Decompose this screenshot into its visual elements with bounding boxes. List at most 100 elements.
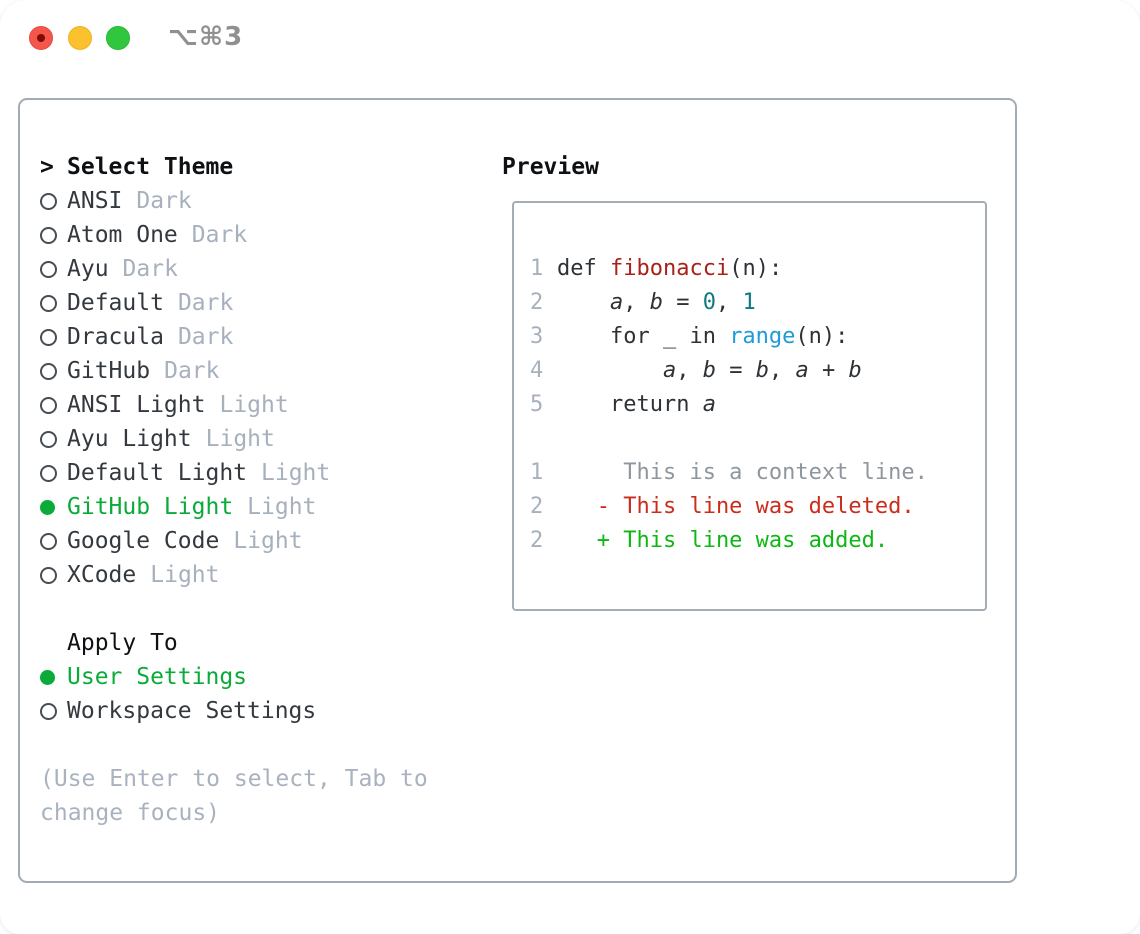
circle-icon: [40, 566, 57, 584]
radio-icon: [40, 362, 67, 380]
circle-icon: [40, 226, 57, 244]
window-title: ⌥⌘3: [168, 22, 244, 52]
circle-icon: [40, 192, 57, 210]
zoom-button[interactable]: [106, 26, 130, 50]
code-segment: ,: [768, 358, 796, 383]
code-segment: 0: [702, 290, 716, 315]
theme-variant-label: Light: [150, 562, 220, 588]
select-theme-label: Select Theme: [67, 154, 234, 180]
code-line: 5 return a: [530, 388, 928, 422]
code-segment: - This line was deleted.: [557, 494, 915, 519]
code-segment: ,: [715, 290, 743, 315]
radio-icon: [40, 328, 67, 346]
radio-icon: [40, 464, 67, 482]
code-segment: ,: [623, 290, 650, 315]
apply-option-user-settings[interactable]: User Settings: [40, 660, 428, 694]
code-segment: 1: [742, 290, 756, 315]
theme-option-ayu-light[interactable]: Ayu Light Light: [40, 422, 428, 456]
theme-name: Ayu: [67, 256, 109, 282]
line-number: 2: [530, 528, 544, 553]
theme-option-ansi[interactable]: ANSI Dark: [40, 184, 428, 218]
line-number: 2: [530, 494, 544, 519]
code-line: 4 a, b = b, a + b: [530, 354, 928, 388]
code-segment: b: [702, 358, 716, 383]
preview-title: Preview: [502, 154, 599, 180]
theme-name: Default Light: [67, 460, 248, 486]
spacer: [40, 728, 428, 762]
theme-option-github[interactable]: GitHub Dark: [40, 354, 428, 388]
code-segment: fibonacci: [609, 256, 730, 281]
code-segment: [557, 354, 663, 388]
theme-name: Google Code: [67, 528, 220, 554]
line-number: 3: [530, 324, 544, 349]
close-button[interactable]: [29, 26, 53, 50]
theme-variant-label: Dark: [136, 188, 192, 214]
theme-name: ANSI: [67, 188, 123, 214]
minimize-button[interactable]: [68, 26, 92, 50]
circle-icon: [40, 328, 57, 346]
theme-variant-label: Dark: [122, 256, 178, 282]
code-segment: (n):: [795, 324, 849, 349]
line-number: 2: [530, 290, 544, 315]
cursor-cell: >: [40, 150, 67, 184]
radio-icon: [40, 566, 67, 584]
circle-icon: [40, 464, 57, 482]
theme-name: Ayu Light: [67, 426, 192, 452]
help-text: change focus): [40, 800, 221, 826]
theme-option-github-light[interactable]: GitHub Light Light: [40, 490, 428, 524]
radio-icon: [40, 294, 67, 312]
filled-circle-icon: [40, 499, 55, 515]
code-segment: [557, 286, 610, 320]
theme-name: GitHub: [67, 358, 151, 384]
line-number: 4: [530, 358, 544, 383]
code-segment: for _ in: [557, 324, 730, 349]
help-text-line-2: change focus): [40, 796, 428, 830]
code-segment: =: [662, 290, 703, 315]
circle-icon: [40, 532, 57, 550]
apply-option-workspace-settings[interactable]: Workspace Settings: [40, 694, 428, 728]
radio-icon: [40, 532, 67, 550]
code-segment: This is a context line.: [557, 460, 928, 485]
code-segment: b: [848, 358, 862, 383]
code-line: 3 for _ in range(n):: [530, 320, 928, 354]
theme-option-ayu[interactable]: Ayu Dark: [40, 252, 428, 286]
theme-name: GitHub Light: [67, 494, 234, 520]
radio-icon: [40, 226, 67, 244]
code-line: 2 - This line was deleted.: [530, 490, 928, 524]
theme-option-xcode[interactable]: XCode Light: [40, 558, 428, 592]
theme-variant-label: Dark: [177, 324, 234, 350]
code-line: 1 This is a context line.: [530, 456, 928, 490]
theme-variant-label: Dark: [191, 222, 248, 248]
code-line: [530, 422, 928, 456]
code-segment: def: [557, 256, 610, 281]
titlebar: ⌥⌘3: [0, 0, 1140, 74]
radio-icon: [40, 260, 67, 278]
theme-variant-label: Dark: [177, 290, 234, 316]
radio-icon: [40, 396, 67, 414]
circle-icon: [40, 430, 57, 448]
caret-icon: >: [40, 154, 54, 180]
theme-variant-label: Light: [205, 426, 275, 452]
code-segment: a: [662, 358, 677, 383]
theme-variant-label: Dark: [164, 358, 220, 384]
radio-selected-icon: [40, 669, 67, 685]
filled-circle-icon: [40, 669, 55, 685]
code-segment: a: [795, 358, 809, 383]
radio-icon: [40, 702, 67, 720]
theme-variant-label: Light: [247, 494, 317, 520]
theme-name: XCode: [67, 562, 137, 588]
code-segment: =: [715, 358, 756, 383]
help-text-line-1: (Use Enter to select, Tab to: [40, 762, 428, 796]
select-theme-header: > Select Theme: [40, 150, 428, 184]
